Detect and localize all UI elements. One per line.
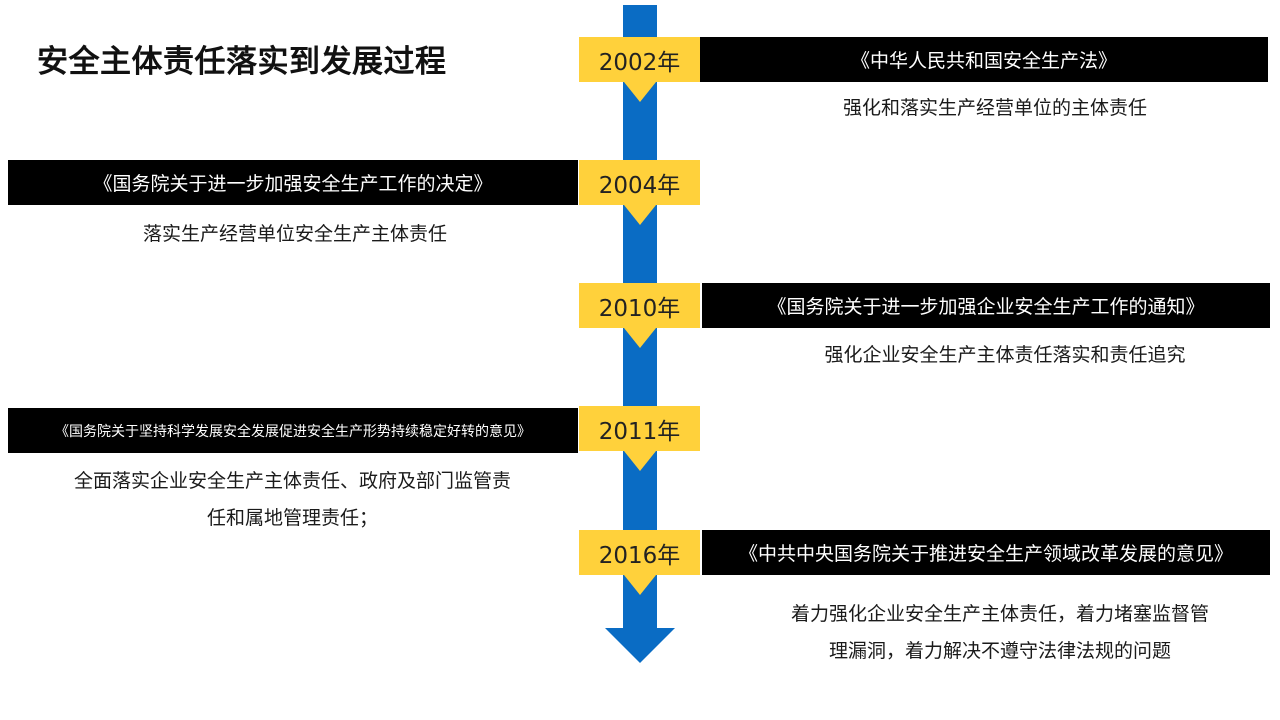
description-line: 全面落实企业安全生产主体责任、政府及部门监管责 [73,470,511,492]
year-pointer-2011 [624,451,656,471]
page-title: 安全主体责任落实到发展过程 [37,44,447,80]
description-2011: 全面落实企业安全生产主体责任、政府及部门监管责 任和属地管理责任； [20,463,565,537]
document-title-2011: 《国务院关于坚持科学发展安全发展促进安全生产形势持续稳定好转的意见》 [8,408,578,453]
description-line: 任和属地管理责任； [206,507,378,529]
year-pointer-2004 [624,205,656,225]
year-label-2016: 2016年 [579,530,700,575]
description-2004: 落实生产经营单位安全生产主体责任 [0,216,590,253]
description-line: 理漏洞，着力解决不遵守法律法规的问题 [828,640,1171,662]
year-label-2011: 2011年 [579,406,700,451]
year-label-2002: 2002年 [579,37,700,82]
description-2002: 强化和落实生产经营单位的主体责任 [700,90,1280,127]
timeline-arrow-head [605,628,675,663]
description-line: 落实生产经营单位安全生产主体责任 [142,223,447,245]
document-title-2010: 《国务院关于进一步加强企业安全生产工作的通知》 [702,283,1270,328]
document-title-2002: 《中华人民共和国安全生产法》 [700,37,1268,82]
description-line: 强化和落实生产经营单位的主体责任 [842,97,1147,119]
description-2016: 着力强化企业安全生产主体责任，着力堵塞监督管 理漏洞，着力解决不遵守法律法规的问… [725,596,1275,670]
year-pointer-2016 [624,575,656,595]
year-label-2010: 2010年 [579,283,700,328]
description-2010: 强化企业安全生产主体责任落实和责任追究 [700,337,1280,374]
document-title-2016: 《中共中央国务院关于推进安全生产领域改革发展的意见》 [702,530,1270,575]
description-line: 强化企业安全生产主体责任落实和责任追究 [824,344,1186,366]
year-label-2004: 2004年 [579,160,700,205]
year-pointer-2002 [624,82,656,102]
description-line: 着力强化企业安全生产主体责任，着力堵塞监督管 [790,603,1209,625]
year-pointer-2010 [624,328,656,348]
document-title-2004: 《国务院关于进一步加强安全生产工作的决定》 [8,160,578,205]
